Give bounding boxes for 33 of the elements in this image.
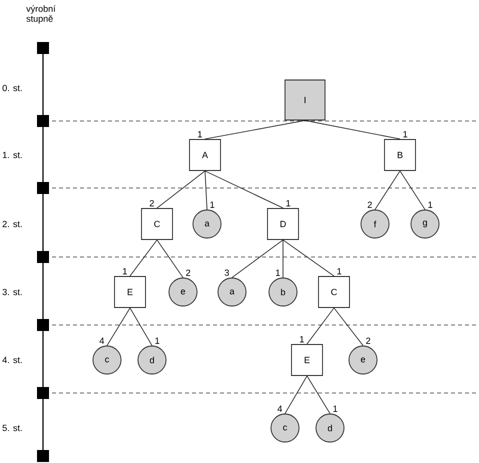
edge-label: 1 xyxy=(333,406,338,412)
component-box: C xyxy=(141,208,173,240)
edge-label: 1 xyxy=(276,270,280,276)
level-label: 2. st. xyxy=(2,220,22,228)
edge-label: 3 xyxy=(224,270,229,276)
component-box: C xyxy=(318,276,350,308)
edge-label: 1 xyxy=(428,202,432,208)
edge-label: 2 xyxy=(366,338,370,344)
edge-label: 1 xyxy=(286,200,290,206)
level-label: 1. st. xyxy=(2,152,22,158)
edge-label: 4 xyxy=(278,406,282,412)
component-box: E xyxy=(114,276,146,308)
edge-label: 2 xyxy=(150,200,154,206)
component-box: B xyxy=(384,139,416,171)
level-label: 4. st. xyxy=(2,356,22,364)
edge-label: 1 xyxy=(155,338,160,344)
axis-title: výrobní stupně xyxy=(26,5,56,24)
edge-label: 2 xyxy=(186,270,190,276)
edge-label: 1 xyxy=(210,202,214,208)
edge-label: 1 xyxy=(300,336,304,342)
edge-label: 1 xyxy=(198,131,202,138)
level-label: 0. st. xyxy=(2,84,22,92)
level-label: 3. st. xyxy=(2,288,22,296)
level-label: 5. st. xyxy=(2,424,22,432)
edge-label: 4 xyxy=(100,338,104,344)
component-box: E xyxy=(291,344,323,376)
component-box: A xyxy=(189,139,221,171)
edge-label: 1 xyxy=(403,131,408,138)
edge-label: 1 xyxy=(123,268,127,274)
edge-label: 2 xyxy=(368,202,372,208)
component-box: D xyxy=(267,208,299,240)
component-box: I xyxy=(284,80,326,120)
edge-label: 1 xyxy=(337,268,342,274)
